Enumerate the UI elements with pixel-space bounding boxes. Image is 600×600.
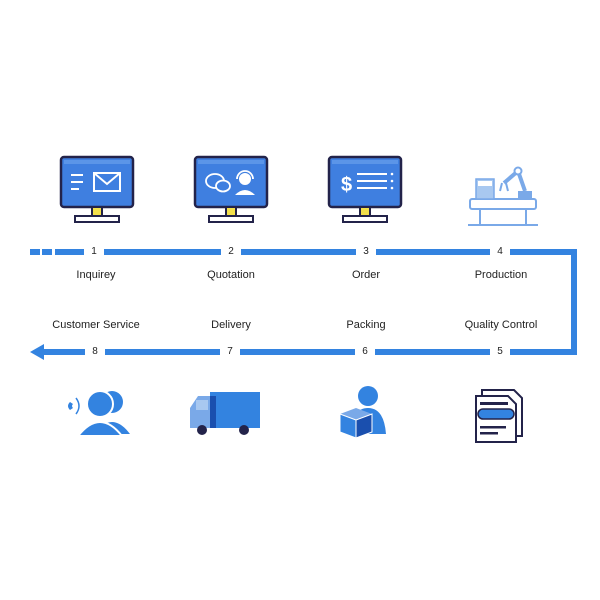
step-label-packing: Packing	[346, 319, 386, 331]
step-number-4: 4	[490, 246, 510, 258]
step-label-customer-service: Customer Service	[52, 319, 140, 331]
flow-line-right	[571, 249, 577, 355]
step-number-1: 1	[84, 246, 104, 258]
monitor-mail-icon	[59, 155, 135, 223]
flow-path	[30, 249, 577, 360]
step-label-order: Order	[351, 269, 381, 281]
flow-line-bottom	[42, 349, 577, 355]
step-label-quality-control: Quality Control	[464, 319, 538, 331]
monitor-support-icon	[193, 155, 269, 223]
step-label-inquiry: Inquirey	[76, 269, 116, 281]
packing-person-icon	[339, 386, 386, 439]
step-number-8: 8	[85, 346, 105, 358]
step-label-production: Production	[474, 269, 528, 281]
step-number-6: 6	[355, 346, 375, 358]
step-label-quotation: Quotation	[207, 269, 255, 281]
step-label-delivery: Delivery	[211, 319, 251, 331]
flow-arrowhead	[30, 344, 44, 360]
customer-service-icon	[68, 390, 130, 437]
flow-dash	[42, 249, 52, 255]
step-number-7: 7	[220, 346, 240, 358]
step-number-5: 5	[490, 346, 510, 358]
quality-document-icon	[475, 389, 523, 443]
step-number-3: 3	[356, 246, 376, 258]
delivery-truck-icon	[190, 392, 260, 435]
robot-arm-conveyor-icon	[468, 166, 538, 226]
monitor-invoice-icon: $	[327, 155, 403, 223]
svg-text:$: $	[341, 174, 352, 196]
flow-line-top	[55, 249, 577, 255]
step-number-2: 2	[221, 246, 241, 258]
flow-dash	[30, 249, 40, 255]
